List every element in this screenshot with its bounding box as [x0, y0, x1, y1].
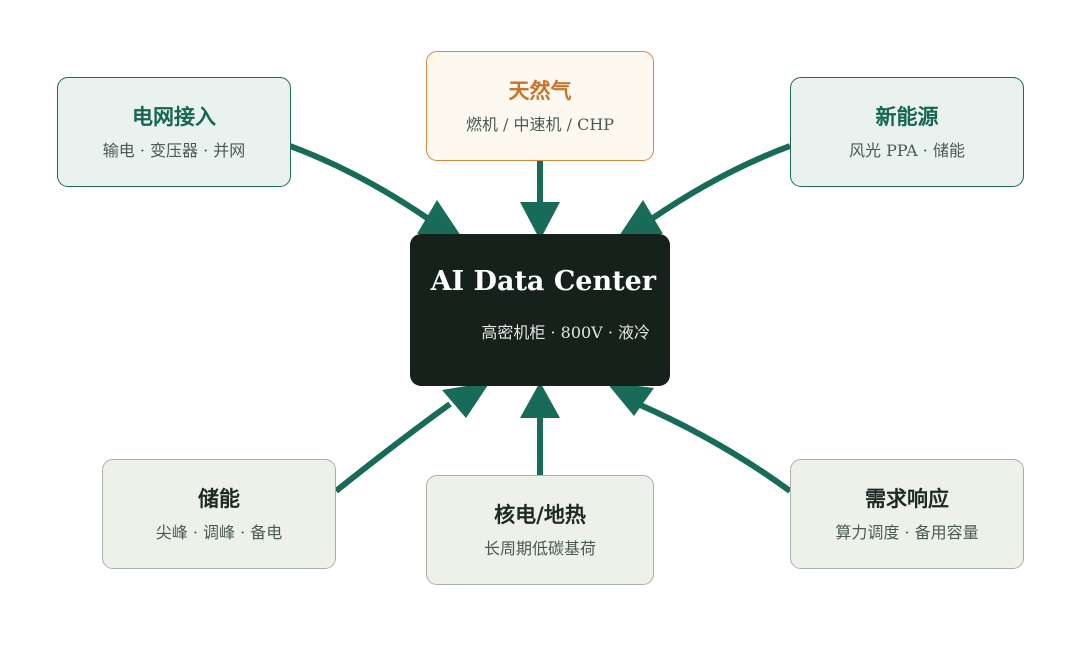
arrow-demand-from-center — [636, 401, 792, 494]
node-storage-title: 储能 — [198, 485, 240, 511]
arrowhead-grid — [417, 200, 461, 236]
node-demand-title: 需求响应 — [865, 485, 949, 511]
node-storage: 储能 尖峰 · 调峰 · 备电 — [102, 459, 336, 569]
arrow-storage-from-center — [334, 401, 452, 494]
node-renewables: 新能源 风光 PPA · 储能 — [790, 77, 1024, 187]
arrowhead-demand — [606, 382, 654, 416]
node-grid-title: 电网接入 — [132, 103, 216, 129]
arrowhead-gas — [520, 202, 560, 240]
node-nuclear-title: 核电/地热 — [494, 501, 586, 527]
node-nuclear-subtitle: 长周期低碳基荷 — [483, 539, 596, 558]
arrowhead-renewables — [619, 200, 663, 236]
node-demand-subtitle: 算力调度 · 备用容量 — [835, 523, 979, 542]
node-renewables-subtitle: 风光 PPA · 储能 — [849, 141, 965, 160]
node-nuclear-geothermal: 核电/地热 长周期低碳基荷 — [426, 475, 654, 585]
center-title: AI Data Center — [430, 266, 656, 297]
node-grid-subtitle: 输电 · 变压器 · 并网 — [102, 141, 246, 160]
node-renewables-title: 新能源 — [875, 103, 939, 129]
center-subtitle: 高密机柜 · 800V · 液冷 — [481, 323, 650, 342]
node-demand-response: 需求响应 算力调度 · 备用容量 — [790, 459, 1024, 569]
arrowhead-nuclear — [520, 382, 560, 418]
node-gas-title: 天然气 — [508, 77, 572, 103]
node-storage-subtitle: 尖峰 · 调峰 · 备电 — [155, 523, 283, 542]
node-grid: 电网接入 输电 · 变压器 · 并网 — [57, 77, 291, 187]
arrowhead-storage — [442, 382, 490, 418]
node-gas: 天然气 燃机 / 中速机 / CHP — [426, 51, 654, 161]
arrow-renewables-to-center — [648, 143, 792, 223]
node-gas-subtitle: 燃机 / 中速机 / CHP — [465, 115, 615, 134]
node-ai-data-center: AI Data Center 高密机柜 · 800V · 液冷 — [410, 234, 670, 386]
arrow-grid-to-center — [288, 143, 432, 223]
